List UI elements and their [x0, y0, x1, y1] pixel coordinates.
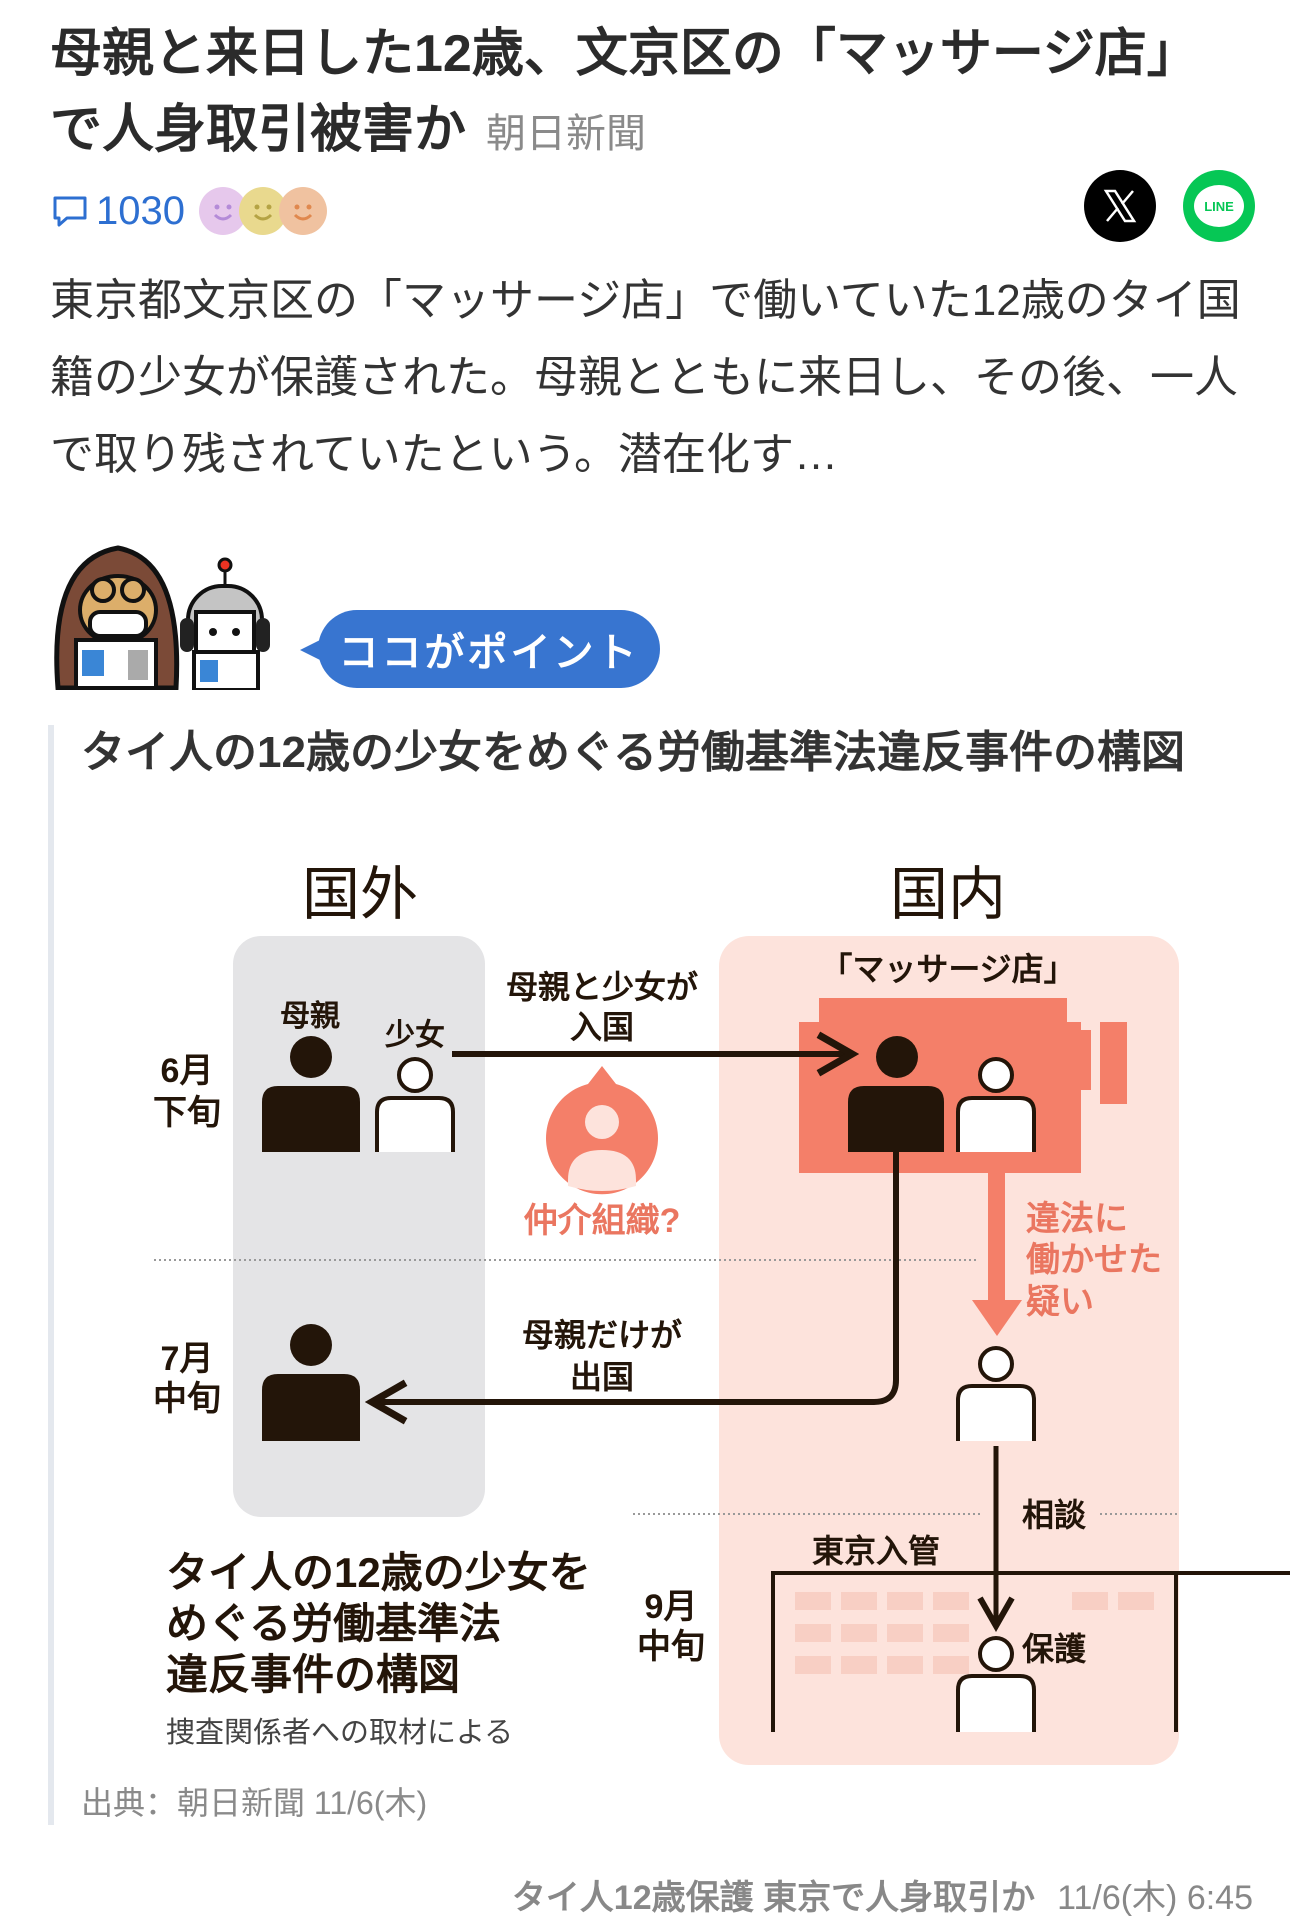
illegal-label-3: 疑い	[1026, 1283, 1094, 1321]
time-june-period: 下旬	[153, 1094, 221, 1132]
comment-row[interactable]: 1030	[50, 184, 327, 238]
mother-figure-icon	[262, 1036, 360, 1152]
reaction-face-icon	[278, 187, 327, 235]
protect-label: 保護	[1022, 1631, 1087, 1667]
shop-label: 「マッサージ店」	[820, 951, 1075, 987]
broker-label: 仲介組織?	[524, 1202, 681, 1240]
mother-label: 母親	[280, 1000, 340, 1033]
related-article-link[interactable]: タイ人12歳保護 東京で人身取引か 11/6(木) 6:45	[512, 1870, 1253, 1919]
comment-count[interactable]: 1030	[96, 188, 185, 233]
mascot-characters-icon	[54, 545, 270, 690]
diagram-caption-source: 捜査関係者への取材による	[166, 1716, 513, 1749]
illegal-label-1: 違法に	[1026, 1200, 1128, 1238]
share-line-button[interactable]: LINE	[1183, 170, 1255, 242]
enter-label-2: 入国	[570, 1009, 634, 1045]
time-july-month: 7月	[161, 1340, 214, 1378]
mother-alone-figure-icon	[262, 1324, 360, 1441]
share-x-button[interactable]: X	[1084, 170, 1156, 242]
girl-alone-figure-icon	[956, 1346, 1036, 1441]
leave-label-1: 母親だけが	[522, 1317, 682, 1353]
time-sept-month: 9月	[645, 1588, 698, 1626]
diagram-caption-3: 違反事件の構図	[166, 1651, 460, 1698]
related-article-time: 11/6(木) 6:45	[1057, 1879, 1253, 1917]
quote-bar	[48, 725, 54, 1825]
line-logo-icon: LINE	[1194, 185, 1244, 227]
protected-girl-figure-icon	[956, 1636, 1036, 1732]
time-sept-period: 中旬	[637, 1628, 705, 1666]
leave-arrow	[364, 1152, 899, 1425]
figure-title: タイ人の12歳の少女をめぐる労働基準法違反事件の構図	[81, 728, 1186, 777]
related-article-title[interactable]: タイ人12歳保護 東京で人身取引か	[511, 1879, 1036, 1917]
shop-girl-figure-icon	[956, 1057, 1036, 1152]
illegal-arrow	[988, 1173, 1005, 1303]
time-june-month: 6月	[161, 1052, 214, 1090]
illegal-label-2: 働かせた	[1026, 1241, 1162, 1279]
diagram-caption-2: めぐる労働基準法	[166, 1600, 501, 1647]
abroad-heading: 国外	[302, 862, 418, 927]
enter-label-1: 母親と少女が	[506, 969, 698, 1005]
share-line-label: LINE	[1204, 198, 1234, 214]
domestic-heading: 国内	[890, 862, 1006, 927]
diagram-caption-1: タイ人の12歳の少女を	[166, 1549, 591, 1596]
article-title-text[interactable]: 母親と来日した12歳、文京区の「マッサージ店」で人身取引被害か	[50, 25, 1199, 159]
point-label-badge: ココがポイント	[300, 610, 660, 688]
comment-icon[interactable]	[50, 191, 90, 231]
consult-label: 相談	[1022, 1497, 1087, 1533]
immigration-label: 東京入管	[812, 1533, 940, 1569]
broker-icon	[546, 1066, 658, 1195]
figure-credit: 出典：朝日新聞 11/6(木)	[81, 1785, 428, 1821]
article-summary[interactable]: 東京都文京区の「マッサージ店」で働いていた12歳のタイ国籍の少女が保護された。母…	[50, 276, 1241, 479]
shop-mother-figure-icon	[848, 1036, 944, 1152]
time-july-period: 中旬	[153, 1380, 221, 1418]
article-title[interactable]: 母親と来日した12歳、文京区の「マッサージ店」で人身取引被害か朝日新聞	[50, 16, 1250, 172]
article-source: 朝日新聞	[486, 112, 647, 156]
leave-label-2: 出国	[570, 1359, 634, 1395]
girl-label: 少女	[385, 1018, 445, 1052]
x-logo-icon	[1103, 189, 1137, 223]
girl-figure-icon	[375, 1057, 455, 1152]
